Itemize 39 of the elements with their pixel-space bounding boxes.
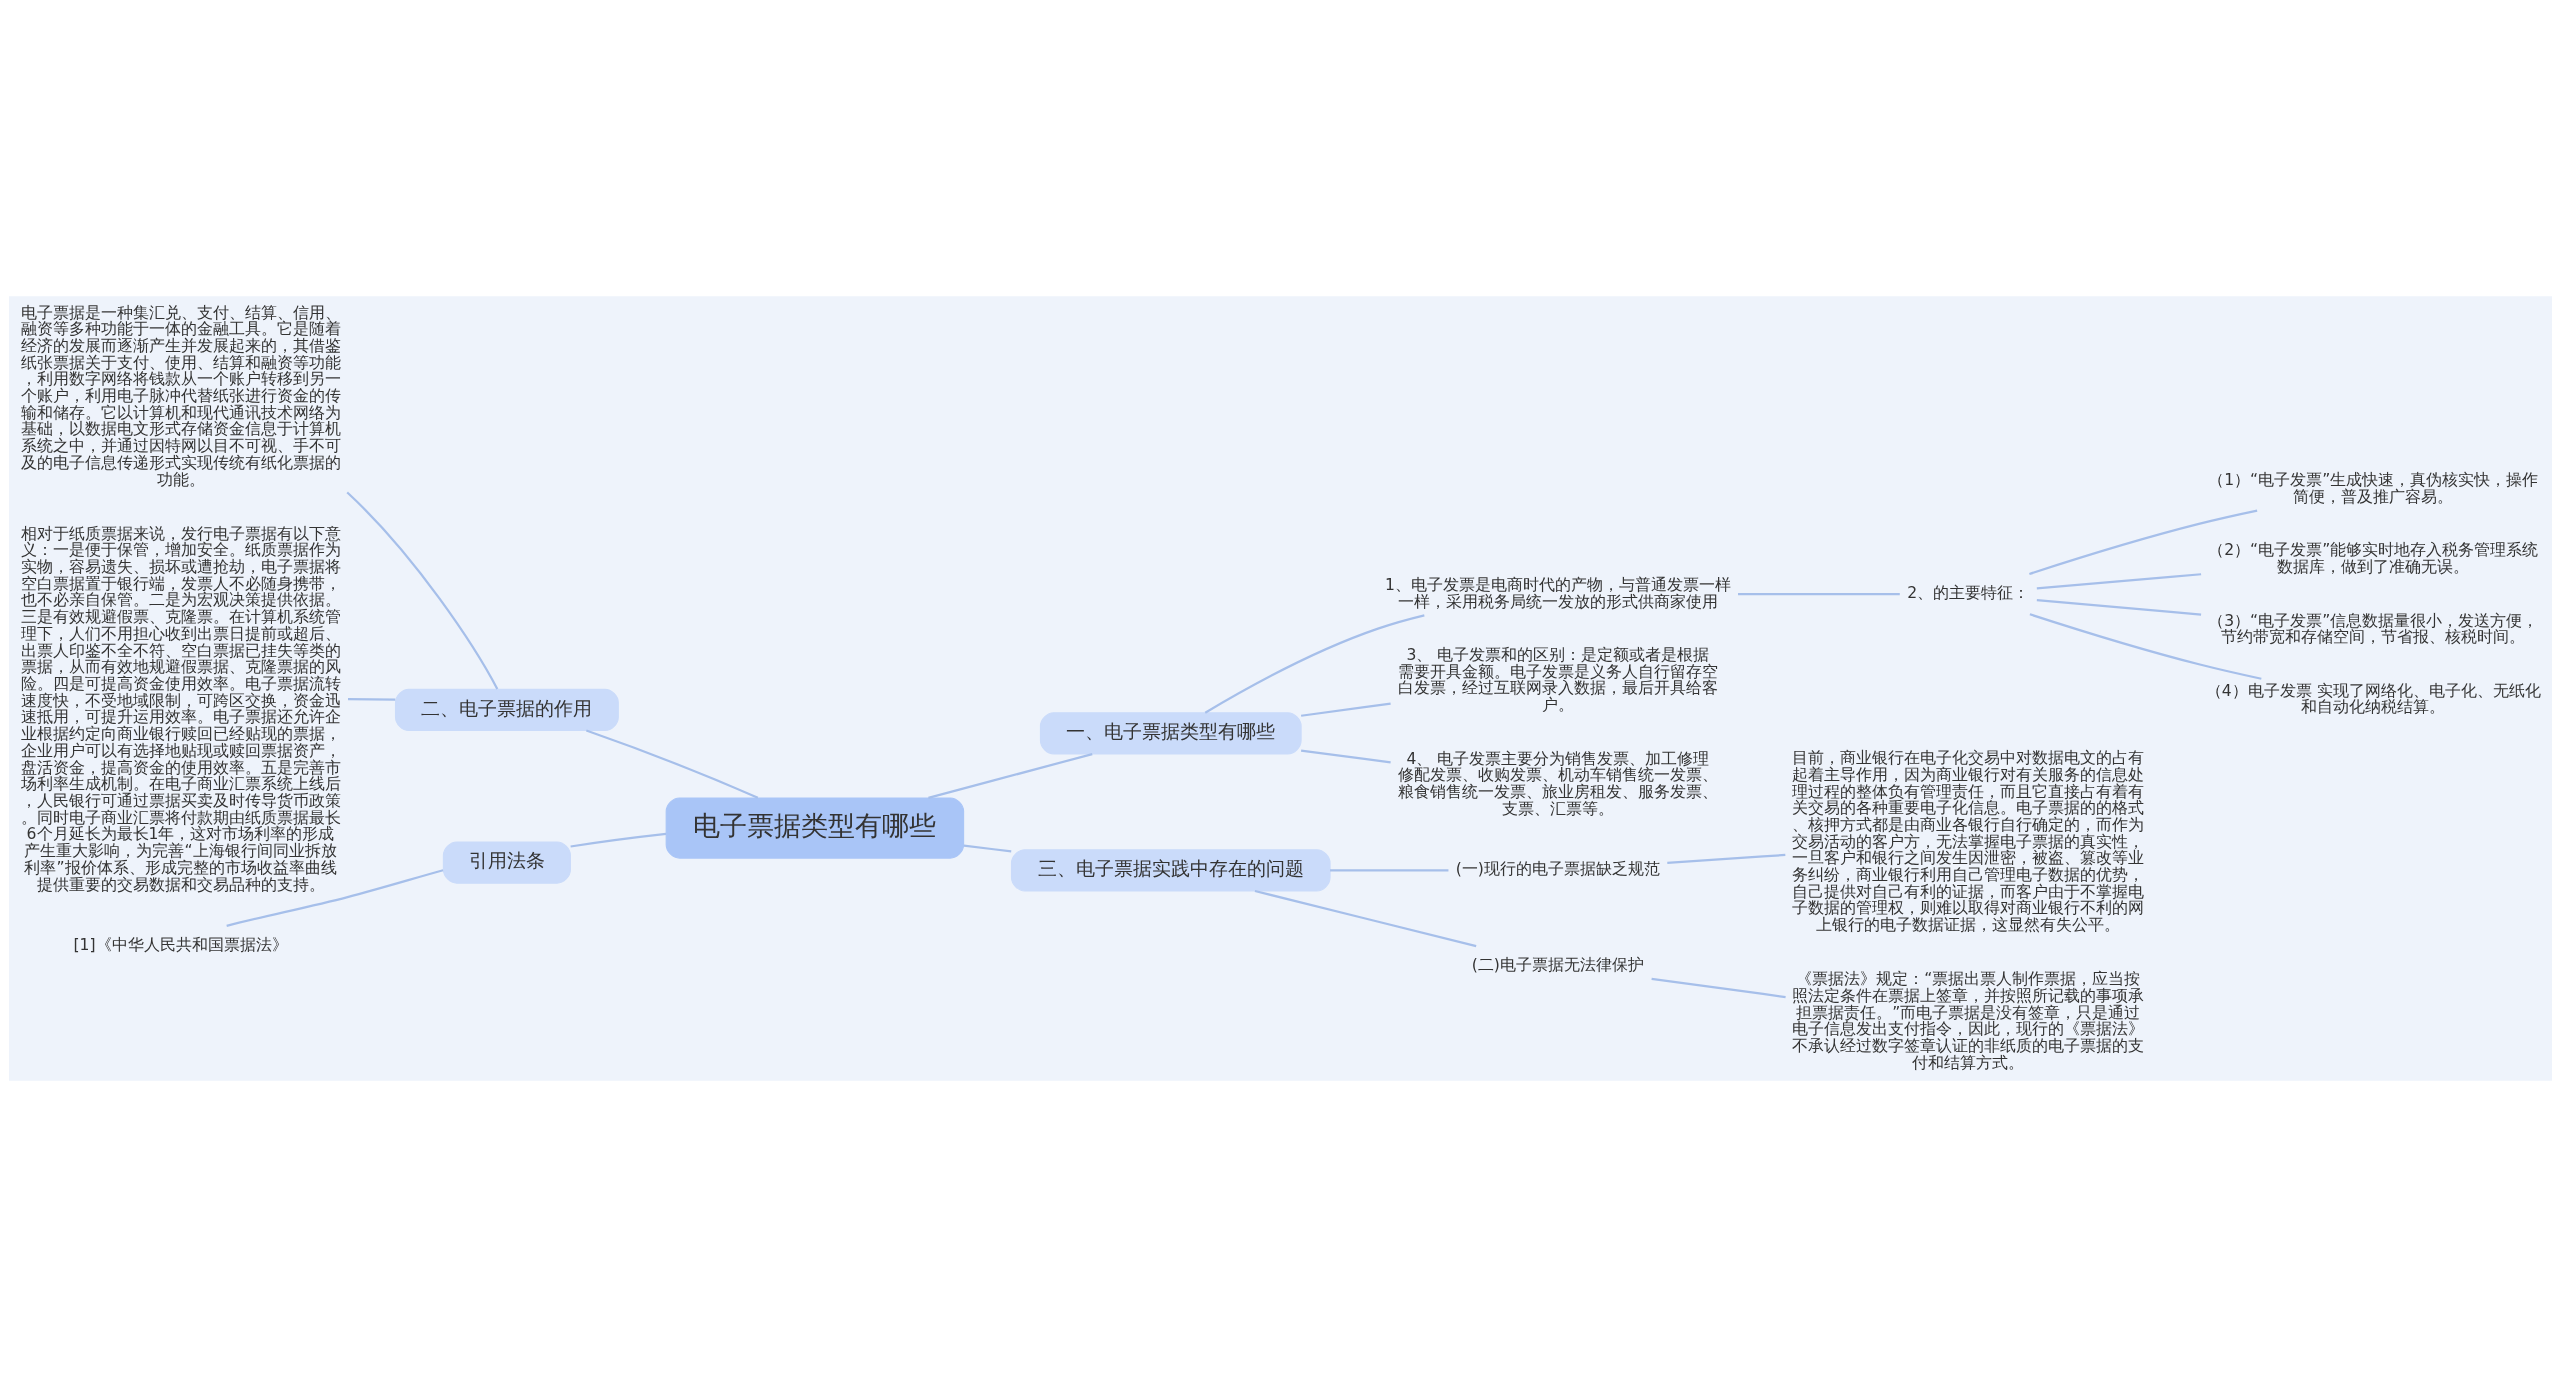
node-text: 1、电子发票是电商时代的产物，与普通发票一样一样，采用税务局统一发放的形式供商家使用 xyxy=(1384,575,1731,611)
connector xyxy=(1737,592,1900,595)
node-text: 2、的主要特征： xyxy=(1906,583,2029,602)
connector xyxy=(1300,748,1391,764)
node-text: 3、 电子发票和的区别：是定额或者是根据需要开具金额。电子发票是义务人自行留存空白发票，经过互联网录入数据，最后开具给客户。 xyxy=(1397,645,1718,714)
node-box: 引用法条 xyxy=(442,840,571,884)
connector xyxy=(2036,572,2201,589)
connector xyxy=(927,752,1093,799)
connector xyxy=(1650,977,1786,998)
connector xyxy=(345,491,498,690)
connector xyxy=(1254,889,1476,947)
node-text: [1]《中华人民共和国票据法》 xyxy=(73,935,288,954)
node-box: 一、电子票据类型有哪些 xyxy=(1039,711,1302,754)
node-box: 电子票据类型有哪些 xyxy=(665,796,964,859)
connector xyxy=(347,697,395,701)
node-text: 4、 电子发票主要分为销售发票、加工修理修配发票、收购发票、机动车销售统一发票、粮食销售统一发票、旅业房租发、服务发票、支票、汇票等。 xyxy=(1397,749,1718,818)
node-box: 三、电子票据实践中存在的问题 xyxy=(1010,848,1331,891)
node-text: 电子票据是一种集汇兑、支付、结算、信用、融资等多种功能于一体的金融工具。它是随着经济的发展而逐渐产生并发展起来的，其借鉴纸张票据关于支付、使用、结算和融资等功能，利用数字网络将钱款从一个账户转移到另一个账户，利用电子脉冲代替纸张进行资金的传输和储存。它以计算机和现代通讯技术网络为基础，以数据电文形式存储资金信息于计算机系统之中，并通过因特网以目不可视、手不可及的电子信息传递形式实现传统有纸化票据的功能。 xyxy=(20,303,341,489)
node-text: （2）“电子发票”能够实时地存入税务管理系统数据库，做到了准确无误。 xyxy=(2207,540,2538,576)
connector xyxy=(2028,509,2257,575)
node-box: 二、电子票据的作用 xyxy=(394,688,619,731)
connector xyxy=(963,844,1011,852)
node-text: （4）电子发票 实现了网络化、电子化、无纸化和自动化纳税结算。 xyxy=(2205,681,2541,716)
connector xyxy=(585,729,758,799)
connector xyxy=(1204,613,1425,714)
node-text: (二)电子票据无法律保护 xyxy=(1471,955,1644,974)
connector xyxy=(1666,853,1785,864)
node-text: 目前，商业银行在电子化交易中对数据电文的占有起着主导作用，因为商业银行对有关服务的信息处理过程的整体负有管理责任，而且它直接占有着有关交易的各种重要电子化信息。电子票据的的格式、核押方式都是由商业各银行自行确定的，而作为交易活动的客户方，无法掌握电子票据的真实性，一旦客户和银行之间发生因泄密，被盗、篡改等业务纠纷，商业银行利用自己管理电子数据的优势，自己提供对自己有利的证据，而客户由于不掌握电子数据的管理权，则难以取得对商业银行不利的网上银行的电子数据证据，这显然有失公平。 xyxy=(1791,748,2144,934)
node-text: 《票据法》规定：“票据出票人制作票据，应当按照法定条件在票据上签章，并按照所记载的事项承担票据责任。”而电子票据是没有签章，只是通过电子信息发出支付指令，因此，现行的《票据法》不承认经过数字签章认证的非纸质的电子票据的支付和结算方式。 xyxy=(1791,969,2144,1072)
connector xyxy=(569,832,666,848)
connector xyxy=(2036,598,2201,616)
node-text: （3）“电子发票”信息数据量很小，发送方便，节约带宽和存储空间，节省报、核税时间。 xyxy=(2207,611,2538,646)
connector xyxy=(1329,868,1448,871)
connector xyxy=(1300,701,1391,717)
connector xyxy=(2029,612,2262,680)
node-text: 相对于纸质票据来说，发行电子票据有以下意义：一是便于保管，增加安全。纸质票据作为实物，容易遗失、损坏或遭抢劫，电子票据将空白票据置于银行端，发票人不必随身携带，也不必亲自保管。二是为宏观决策提供依据。三是有效规避假票、克隆票。在计算机系统管理下，人们不用担心收到出票日提前或超后、出票人印鉴不全不符、空白票据已挂失等类的票据，从而有效地规避假票据、克隆票据的风险。四是可提高资金使用效率。电子票据流转速度快，不受地域限制，可跨区交换，资金迅速抵用，可提升运用效率。电子票据还允许企业根据约定向商业银行赎回已经贴现的票据，企业用户可以有选择地贴现或赎回票据资产，盘活资金，提高资金的使用效率。五是完善市场利率生成机制。在电子商业汇票系统上线后，人民银行可通过票据买卖及时传导货币政策。同时电子商业汇票将付款期由纸质票据最长6个月延长为最长1年，这对市场利率的形成产生重大影响，为完善“上海银行间同业拆放利率”报价体系、形成完整的市场收益率曲线提供重要的交易数据和交易品种的支持。 xyxy=(20,524,341,893)
node-text: (一)现行的电子票据缺乏规范 xyxy=(1455,859,1660,878)
connector xyxy=(225,868,443,927)
node-text: （1）“电子发票”生成快速，真伪核实快，操作简便，普及推广容易。 xyxy=(2207,470,2538,506)
